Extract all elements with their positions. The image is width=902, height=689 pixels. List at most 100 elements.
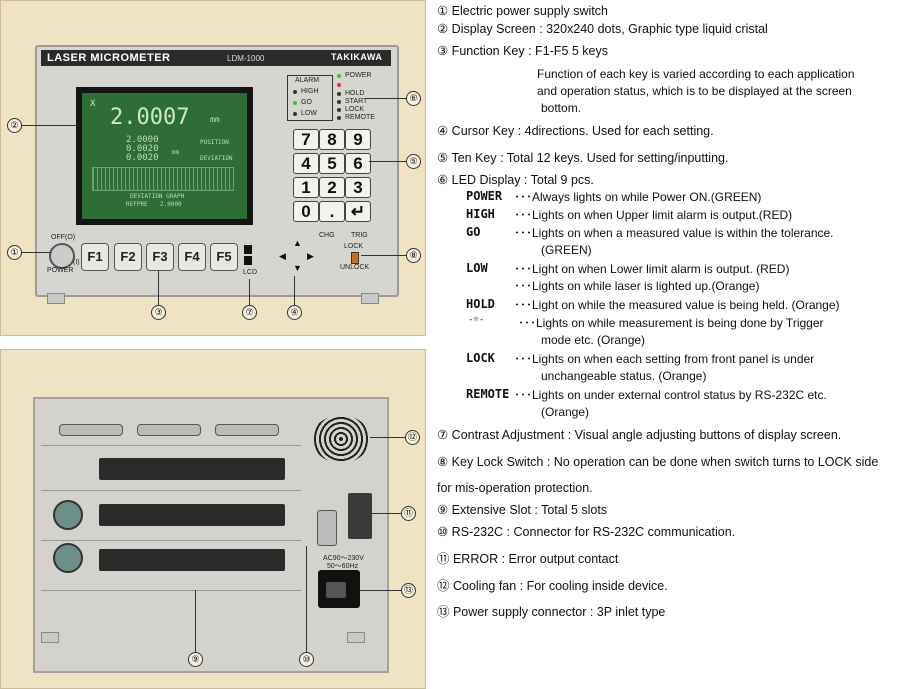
ten-key-2[interactable]: 2 (319, 177, 345, 198)
led-low (293, 112, 297, 116)
desc-5: ⑤ Ten Key : Total 12 keys. Used for sett… (437, 151, 729, 165)
cursor-left-key[interactable]: ◀ (279, 251, 286, 261)
slot-divider-2 (41, 490, 301, 491)
slot-divider-3 (41, 540, 301, 541)
led-label-remote: REMOTE (345, 114, 375, 121)
desc-13: ⑬ Power supply connector : 3P inlet type (437, 605, 666, 619)
led-remote (337, 116, 341, 120)
led-code-trigger: -☼- (468, 315, 485, 325)
rear-foot-left (41, 632, 59, 643)
ten-key-9[interactable]: 9 (345, 129, 371, 150)
ten-key-3[interactable]: 3 (345, 177, 371, 198)
led-desc-hold: ･･･Light on while the measured value is … (514, 298, 840, 312)
deviation-graph (92, 167, 234, 191)
led-laser (337, 83, 341, 87)
lcd-ref-value: 2.0000 (160, 201, 182, 208)
led-label-high: HIGH (301, 88, 319, 95)
lcd-unit: mm (210, 115, 220, 124)
lcd-ref-label: REFPRE (126, 201, 148, 208)
cursor-right-key[interactable]: ▶ (307, 251, 314, 261)
alarm-led-box (287, 75, 333, 121)
f5-key[interactable]: F5 (210, 243, 238, 271)
callout-10: ⑩ (299, 652, 314, 667)
panel-title-strip: LASER MICROMETER LDM-1000 TAKIKAWA (41, 50, 391, 66)
terminal-block-3 (99, 549, 285, 571)
led-power (337, 74, 341, 78)
lcd-deviation-label: DEVIATION (200, 155, 233, 162)
led-code-go: GO (466, 225, 481, 239)
led-label-lock: LOCK (345, 106, 365, 113)
callout-11: ⑪ (401, 506, 416, 521)
key-lock-switch[interactable] (351, 252, 359, 264)
lcd-reading: 2.0007 (110, 105, 190, 130)
ten-key-4[interactable]: 4 (293, 153, 319, 174)
rating-frequency: 50～60Hz (327, 563, 359, 570)
switch-off-label: OFF(O) (51, 234, 76, 241)
callout-4: ④ (287, 305, 302, 320)
leader-3 (158, 271, 159, 305)
ten-key-1[interactable]: 1 (293, 177, 319, 198)
maker-logo: TAKIKAWA (331, 52, 383, 62)
lcd-unit-2: mm (172, 149, 180, 156)
model-number: LDM-1000 (227, 54, 265, 63)
error-output-terminal (348, 493, 372, 539)
leader-1 (21, 252, 51, 253)
enter-key[interactable]: ↵ (345, 201, 371, 222)
led-code-power: POWER (466, 189, 503, 203)
switch-on-label: (I) (73, 259, 80, 266)
led-label-start: START (345, 98, 368, 105)
lcd-graph-label: DEVIATION GRAPH (130, 193, 185, 200)
f3-key[interactable]: F3 (146, 243, 174, 271)
led-code-remote: REMOTE (466, 387, 510, 401)
desc-4: ④ Cursor Key : 4directions. Used for eac… (437, 124, 714, 138)
cooling-fan (312, 415, 370, 463)
callout-8: ⑧ (406, 248, 421, 263)
leader-12 (370, 437, 405, 438)
lcd-value-2: 0.0020 (126, 144, 159, 154)
ten-key-0[interactable]: 0 (293, 201, 319, 222)
power-switch-knob[interactable] (49, 243, 75, 269)
callout-7: ⑦ (242, 305, 257, 320)
desc-8-cont: for mis-operation protection. (437, 481, 593, 495)
contrast-up-button[interactable] (244, 245, 252, 254)
led-desc-go: ･･･Lights on when a measured value is wi… (514, 226, 834, 240)
callout-13: ⑬ (401, 583, 416, 598)
dsub-connector-1 (59, 424, 123, 436)
lcd-value-1: 2.0000 (126, 135, 159, 145)
led-label-alarm: ALARM (295, 77, 320, 84)
cursor-down-key[interactable]: ▼ (293, 263, 302, 273)
led-start (337, 100, 341, 104)
f2-key[interactable]: F2 (114, 243, 142, 271)
f1-key[interactable]: F1 (81, 243, 109, 271)
f4-key[interactable]: F4 (178, 243, 206, 271)
cursor-up-key[interactable]: ▲ (293, 238, 302, 248)
desc-3-detail-3: bottom. (541, 101, 582, 115)
led-label-go: GO (301, 99, 312, 106)
slot-divider-4 (41, 590, 301, 591)
foot-left (47, 293, 65, 304)
ten-key-8[interactable]: 8 (319, 129, 345, 150)
dsub-connector-3 (215, 424, 279, 436)
chg-label: CHG (319, 232, 335, 239)
desc-10: ⑩ RS-232C : Connector for RS-232C commun… (437, 525, 736, 539)
leader-2 (21, 125, 77, 126)
led-hold (337, 92, 341, 96)
led-label-power: POWER (345, 72, 372, 79)
desc-3-detail-2: and operation status, which is to be dis… (537, 84, 852, 98)
slot-divider-1 (41, 445, 301, 446)
ten-key-dot[interactable]: . (319, 201, 345, 222)
leader-7 (249, 279, 250, 305)
terminal-block-2 (99, 504, 285, 526)
leader-11 (372, 513, 401, 514)
led-desc-high: ･･･Lights on when Upper limit alarm is o… (514, 208, 793, 222)
ten-key-5[interactable]: 5 (319, 153, 345, 174)
led-code-high: HIGH (466, 207, 495, 221)
contrast-down-button[interactable] (244, 256, 252, 265)
ten-key-6[interactable]: 6 (345, 153, 371, 174)
dsub-connector-2 (137, 424, 201, 436)
leader-5 (369, 161, 406, 162)
led-desc-low: ･･･Light on when Lower limit alarm is ou… (514, 262, 790, 276)
desc-8: ⑧ Key Lock Switch : No operation can be … (437, 455, 879, 469)
ten-key-7[interactable]: 7 (293, 129, 319, 150)
led-desc-lock-2: unchangeable status. (Orange) (541, 369, 707, 383)
